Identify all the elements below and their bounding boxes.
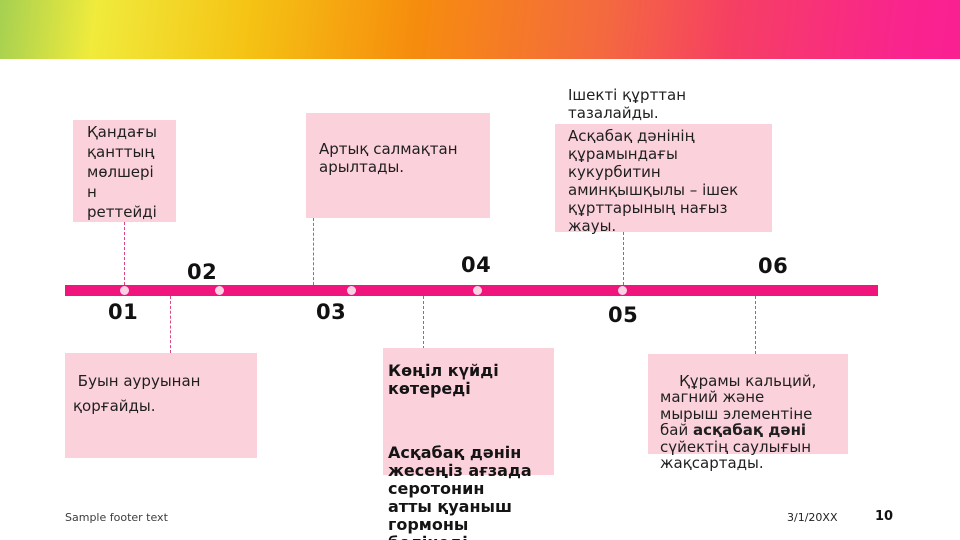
callout-mood-title: Көңіл күйді көтереді — [388, 361, 499, 398]
timeline-dot-03 — [347, 286, 356, 295]
callout-mood-text: Көңіл күйді көтереді Асқабақ дәнін жесең… — [388, 326, 568, 540]
label-intestinal-worms: Ішекті құрттан тазалайды. — [568, 86, 687, 122]
callout-joint-protection: Буын ауруынан қорғайды. — [65, 353, 257, 458]
page-number: 10 — [875, 509, 894, 524]
timeline-bar — [65, 285, 878, 296]
timeline-dot-02 — [215, 286, 224, 295]
callout-cucurbitin: Асқабақ дәнінің құрамындағы кукурбитин а… — [555, 124, 772, 235]
callout-mood-body: Асқабақ дәнін жесеңіз ағзада серотонин а… — [388, 443, 532, 540]
timeline-dot-05 — [618, 286, 627, 295]
connector-line-02 — [170, 296, 171, 353]
milestone-number-05: 05 — [608, 303, 639, 327]
callout-bone-health: Құрамы кальций, магний және мырыш элемен… — [648, 354, 848, 472]
milestone-number-04: 04 — [461, 253, 492, 277]
connector-line-05 — [623, 232, 624, 285]
callout-mood-box — [383, 348, 554, 475]
bone-text-bold: асқабақ дәні — [692, 421, 807, 439]
milestone-number-02: 02 — [187, 260, 218, 284]
milestone-number-06: 06 — [758, 254, 789, 278]
timeline-dot-01 — [120, 286, 129, 295]
connector-line-03 — [313, 218, 314, 285]
timeline-dot-04 — [473, 286, 482, 295]
connector-line-06 — [755, 296, 756, 354]
footer-text: Sample footer text — [65, 511, 168, 524]
footer-date: 3/1/20XX — [787, 511, 838, 524]
milestone-number-03: 03 — [316, 300, 347, 324]
banner-gradient — [0, 0, 960, 59]
connector-line-01 — [124, 222, 125, 285]
callout-blood-sugar: Қандағы қанттың мөлшері н реттейді — [73, 120, 176, 222]
callout-weight-loss: Артық салмақтан арылтады. — [306, 113, 490, 218]
bone-text-before: Құрамы кальций, магний және мырыш элемен… — [660, 371, 817, 439]
connector-line-04 — [423, 296, 424, 349]
milestone-number-01: 01 — [108, 300, 139, 324]
bone-text-after: сүйектің саулығын жақсартады. — [660, 437, 811, 473]
